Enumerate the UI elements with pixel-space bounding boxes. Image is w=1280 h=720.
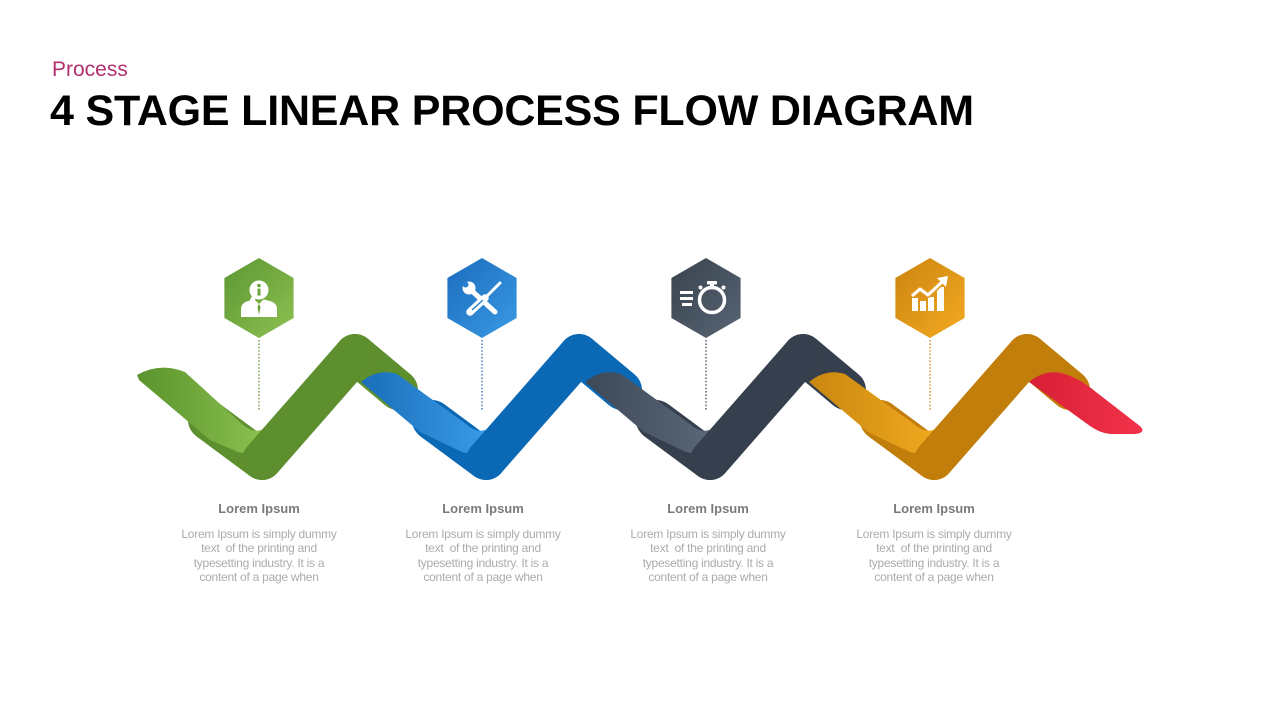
ribbon-stage-2-rising <box>466 334 599 480</box>
growth-chart-icon <box>910 276 948 311</box>
stage-2-title: Lorem Ipsum <box>442 501 524 516</box>
stage-4-description-line: content of a page when <box>874 570 994 585</box>
hexagon-stage-3 <box>671 258 741 338</box>
tools-icon <box>462 281 502 316</box>
stage-1-description-line: Lorem Ipsum is simply dummy <box>181 527 337 541</box>
ribbon-stage-3-descending <box>585 372 714 458</box>
stage-1-text: Lorem Ipsum Lorem Ipsum is simply dummy … <box>154 501 364 585</box>
category-label: Process <box>52 58 128 81</box>
stage-2-description-line: content of a page when <box>423 570 543 585</box>
ribbon-stage-1-rising <box>242 334 375 480</box>
stage-3-description-line: Lorem Ipsum is simply dummy <box>630 527 786 541</box>
stage-4-text: Lorem Ipsum Lorem Ipsum is simply dummy … <box>829 501 1039 585</box>
stage-4-title: Lorem Ipsum <box>893 501 975 516</box>
stage-2-text: Lorem Ipsum Lorem Ipsum is simply dummy … <box>378 501 588 585</box>
stage-3-text: Lorem Ipsum Lorem Ipsum is simply dummy … <box>603 501 813 585</box>
person-info-icon <box>241 280 277 317</box>
stage-4-description-line: text of the printing and <box>876 541 992 556</box>
stage-2-description: Lorem Ipsum is simply dummy text of the … <box>378 527 588 585</box>
stage-1-description-line: typesetting industry. It is a <box>193 555 325 570</box>
zigzag-ribbon <box>137 334 1143 480</box>
ribbon-stage-4-rising <box>914 334 1047 480</box>
connectors <box>258 340 931 410</box>
hexagon-stage-2 <box>447 258 517 338</box>
stage-2-description-line: Lorem Ipsum is simply dummy <box>405 527 561 541</box>
stage-3-description-line: content of a page when <box>648 570 768 585</box>
ribbon-stage-2-descending <box>361 372 490 458</box>
stage-1-title: Lorem Ipsum <box>218 501 300 516</box>
ribbon-stage-1-descending <box>137 367 266 458</box>
stage-4-description-line: Lorem Ipsum is simply dummy <box>856 527 1012 541</box>
page-title: 4 STAGE LINEAR PROCESS FLOW DIAGRAM <box>50 87 974 135</box>
ribbon-end-red <box>1029 372 1143 434</box>
stage-1-description-line: content of a page when <box>199 570 319 585</box>
stopwatch-icon <box>680 281 727 315</box>
stage-1-description-line: text of the printing and <box>201 541 317 556</box>
stage-2-description-line: text of the printing and <box>425 541 541 556</box>
stage-1-description: Lorem Ipsum is simply dummy text of the … <box>154 527 364 585</box>
stage-4-description-line: typesetting industry. It is a <box>868 555 1000 570</box>
stage-3-description: Lorem Ipsum is simply dummy text of the … <box>603 527 813 585</box>
stage-3-description-line: typesetting industry. It is a <box>642 555 774 570</box>
stage-3-description-line: text of the printing and <box>650 541 766 556</box>
hexagon-stage-1 <box>224 258 294 338</box>
stage-4-description: Lorem Ipsum is simply dummy text of the … <box>829 527 1039 585</box>
hexagon-stage-4 <box>895 258 965 338</box>
ribbon-stage-3-rising <box>690 334 823 480</box>
stage-3-title: Lorem Ipsum <box>667 501 749 516</box>
stage-2-description-line: typesetting industry. It is a <box>417 555 549 570</box>
ribbon-stage-4-descending <box>809 372 938 458</box>
